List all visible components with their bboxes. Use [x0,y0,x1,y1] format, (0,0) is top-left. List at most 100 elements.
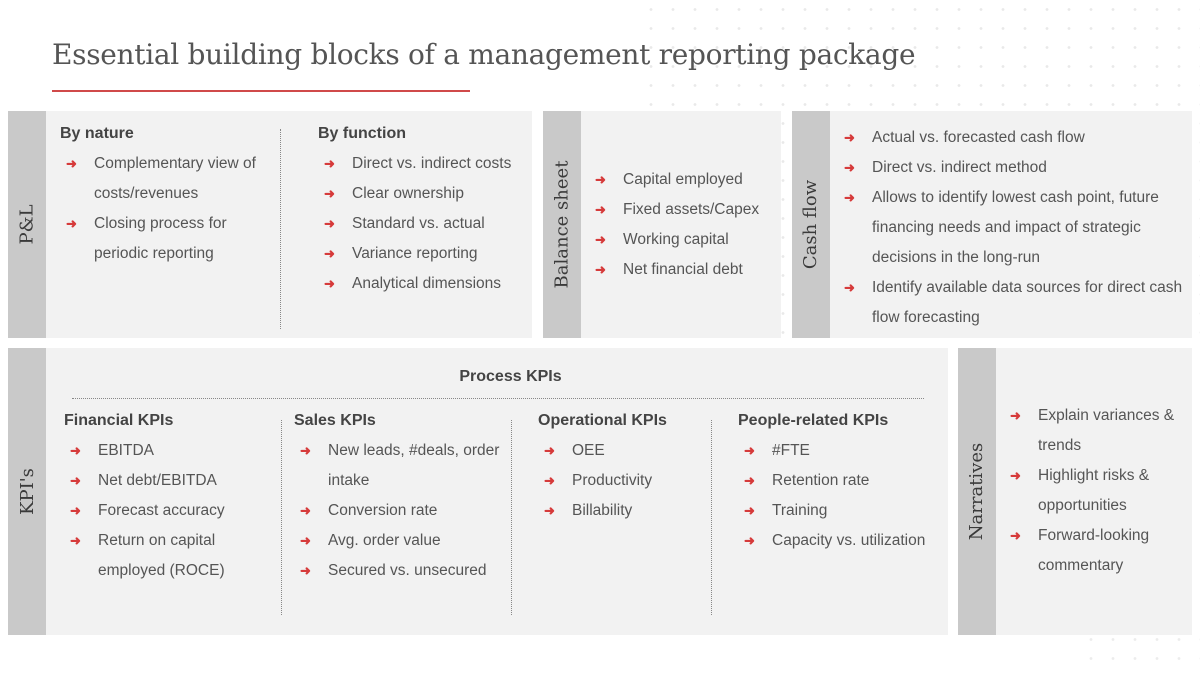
list-item: ➜Explain variances & trends [1004,401,1190,461]
arrow-right-icon: ➜ [300,533,311,548]
narratives-panel: Narratives ➜Explain variances & trends ➜… [958,348,1192,635]
list-item: ➜Billability [538,496,718,526]
list-item: ➜Productivity [538,466,718,496]
arrow-right-icon: ➜ [844,130,855,145]
list-item: ➜Conversion rate [294,496,514,526]
balance-sheet-list: ➜Capital employed ➜Fixed assets/Capex ➜W… [589,165,779,285]
arrow-right-icon: ➜ [744,443,755,458]
arrow-right-icon: ➜ [544,473,555,488]
list-item: ➜Secured vs. unsecured [294,556,514,586]
arrow-right-icon: ➜ [300,503,311,518]
people-kpis-list: ➜#FTE ➜Retention rate ➜Training ➜Capacit… [738,436,948,556]
pl-by-nature: By nature ➜Complementary view of costs/r… [60,125,270,269]
arrow-right-icon: ➜ [844,190,855,205]
narratives-tab: Narratives [958,348,996,635]
list-item: ➜Retention rate [738,466,948,496]
list-item: ➜Direct vs. indirect costs [318,149,528,179]
arrow-right-icon: ➜ [324,276,335,291]
pl-by-nature-list: ➜Complementary view of costs/revenues ➜C… [60,149,270,269]
list-item: ➜#FTE [738,436,948,466]
list-item: ➜Allows to identify lowest cash point, f… [838,183,1188,273]
list-item: ➜Avg. order value [294,526,514,556]
people-kpis-heading: People-related KPIs [738,412,889,429]
list-item: ➜Return on capital employed (ROCE) [64,526,282,586]
operational-kpis: Operational KPIs ➜OEE ➜Productivity ➜Bil… [538,412,718,526]
arrow-right-icon: ➜ [300,443,311,458]
list-item: ➜Analytical dimensions [318,269,528,299]
list-item: ➜Capacity vs. utilization [738,526,948,556]
list-item: ➜Standard vs. actual [318,209,528,239]
arrow-right-icon: ➜ [70,473,81,488]
arrow-right-icon: ➜ [1010,408,1021,423]
cash-flow-tab: Cash flow [792,111,830,338]
cash-flow-content: ➜Actual vs. forecasted cash flow ➜Direct… [838,123,1188,333]
financial-kpis-list: ➜EBITDA ➜Net debt/EBITDA ➜Forecast accur… [64,436,282,586]
list-item: ➜Training [738,496,948,526]
page-title: Essential building blocks of a managemen… [52,38,916,71]
arrow-right-icon: ➜ [70,503,81,518]
sales-kpis-list: ➜New leads, #deals, order intake ➜Conver… [294,436,514,586]
list-item: ➜New leads, #deals, order intake [294,436,514,496]
kpi-divider-3 [711,420,712,615]
arrow-right-icon: ➜ [324,186,335,201]
pl-by-function-heading: By function [318,125,406,142]
operational-kpis-heading: Operational KPIs [538,412,667,429]
list-item: ➜Identify available data sources for dir… [838,273,1188,333]
arrow-right-icon: ➜ [66,216,77,231]
pl-by-nature-heading: By nature [60,125,134,142]
arrow-right-icon: ➜ [844,280,855,295]
balance-sheet-panel: Balance sheet ➜Capital employed ➜Fixed a… [543,111,781,338]
list-item: ➜Forecast accuracy [64,496,282,526]
arrow-right-icon: ➜ [300,563,311,578]
list-item: ➜Highlight risks & opportunities [1004,461,1190,521]
title-underline [52,90,470,92]
arrow-right-icon: ➜ [66,156,77,171]
financial-kpis: Financial KPIs ➜EBITDA ➜Net debt/EBITDA … [64,412,282,586]
list-item: ➜Actual vs. forecasted cash flow [838,123,1188,153]
pl-tab: P&L [8,111,46,338]
cash-flow-list: ➜Actual vs. forecasted cash flow ➜Direct… [838,123,1188,333]
sales-kpis-heading: Sales KPIs [294,412,376,429]
arrow-right-icon: ➜ [595,232,606,247]
list-item: ➜Net financial debt [589,255,779,285]
list-item: ➜EBITDA [64,436,282,466]
kpis-tab: KPI's [8,348,46,635]
kpi-divider-1 [281,420,282,615]
arrow-right-icon: ➜ [595,262,606,277]
narratives-content: ➜Explain variances & trends ➜Highlight r… [1004,401,1190,581]
pl-by-function-list: ➜Direct vs. indirect costs ➜Clear owners… [318,149,528,299]
list-item: ➜Direct vs. indirect method [838,153,1188,183]
financial-kpis-heading: Financial KPIs [64,412,174,429]
sales-kpis: Sales KPIs ➜New leads, #deals, order int… [294,412,514,586]
operational-kpis-list: ➜OEE ➜Productivity ➜Billability [538,436,718,526]
arrow-right-icon: ➜ [544,443,555,458]
arrow-right-icon: ➜ [324,216,335,231]
list-item: ➜Closing process for periodic reporting [60,209,270,269]
arrow-right-icon: ➜ [70,443,81,458]
balance-sheet-tab: Balance sheet [543,111,581,338]
people-kpis: People-related KPIs ➜#FTE ➜Retention rat… [738,412,948,556]
process-kpis-rule [72,398,924,399]
arrow-right-icon: ➜ [1010,468,1021,483]
pl-panel: P&L By nature ➜Complementary view of cos… [8,111,532,338]
arrow-right-icon: ➜ [844,160,855,175]
narratives-list: ➜Explain variances & trends ➜Highlight r… [1004,401,1190,581]
arrow-right-icon: ➜ [544,503,555,518]
arrow-right-icon: ➜ [70,533,81,548]
list-item: ➜Net debt/EBITDA [64,466,282,496]
arrow-right-icon: ➜ [744,533,755,548]
dot-grid-decoration-bottom [1080,630,1200,670]
arrow-right-icon: ➜ [324,246,335,261]
arrow-right-icon: ➜ [744,473,755,488]
arrow-right-icon: ➜ [1010,528,1021,543]
balance-sheet-content: ➜Capital employed ➜Fixed assets/Capex ➜W… [589,165,779,285]
kpi-divider-2 [511,420,512,615]
list-item: ➜Complementary view of costs/revenues [60,149,270,209]
list-item: ➜Forward-looking commentary [1004,521,1190,581]
list-item: ➜Capital employed [589,165,779,195]
arrow-right-icon: ➜ [595,172,606,187]
list-item: ➜Fixed assets/Capex [589,195,779,225]
arrow-right-icon: ➜ [324,156,335,171]
pl-divider [280,129,281,329]
list-item: ➜Clear ownership [318,179,528,209]
